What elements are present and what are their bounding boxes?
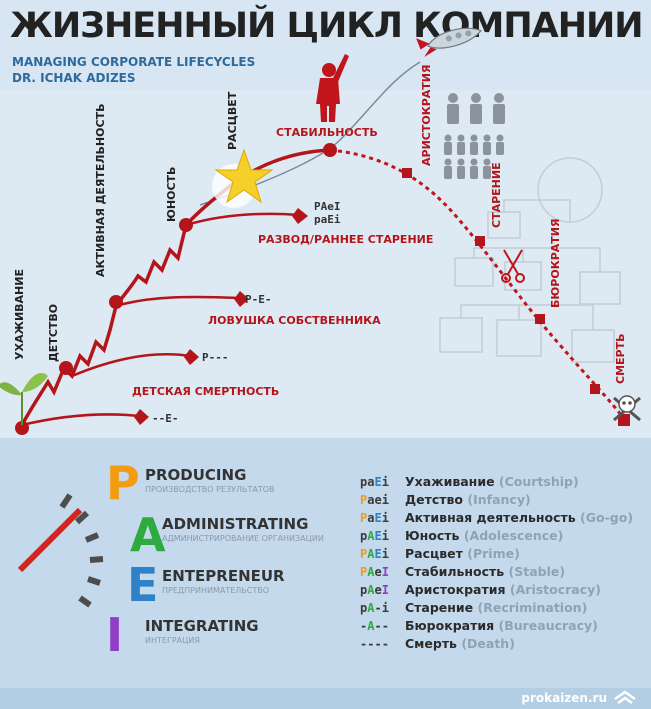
role-letter-p: P [106,456,140,510]
stage-code: PaEi [360,511,389,525]
stable-person-icon [316,54,349,122]
stage-row: Детство (Infancy) [405,492,531,507]
sprout-icon [0,373,48,425]
label-recrimination: СТАРЕНИЕ [490,162,503,228]
label-stable: СТАБИЛЬНОСТЬ [276,126,378,139]
role-letter-e: E [127,558,159,612]
scissors-icon [501,249,525,283]
stage-row: Стабильность (Stable) [405,564,566,579]
trap-infant-code: P--- [202,351,229,364]
header [0,0,651,92]
trap-divorce-label: РАЗВОД/РАННЕЕ СТАРЕНИЕ [258,233,433,246]
stage-row: Бюрократия (Bureaucracy) [405,618,598,633]
lifecycle-diagram: УХАЖИВАНИЕ ДЕТСТВО АКТИВНАЯ ДЕЯТЕЛЬНОСТЬ… [0,27,641,435]
label-prime: РАСЦВЕТ [226,91,239,150]
stage-labels: УХАЖИВАНИЕ ДЕТСТВО АКТИВНАЯ ДЕЯТЕЛЬНОСТЬ… [13,91,239,362]
trap-divorce-code-2: paEi [314,213,341,226]
trap-codes: PAeI paEi P-E- P--- --E- [152,200,341,425]
label-courtship: УХАЖИВАНИЕ [13,269,26,360]
subtitle-author: DR. ICHAK ADIZES [12,71,136,85]
decline-labels: АРИСТОКРАТИЯ СТАРЕНИЕ БЮРОКРАТИЯ СМЕРТЬ [420,65,627,384]
stage-code: ---- [360,637,389,651]
stage-code: pA-i [360,601,389,615]
stage-row: Ухаживание (Courtship) [405,474,579,489]
stage-code: pAeI [360,583,389,597]
footer-bar [0,688,651,709]
stage-nodes [15,143,630,435]
role-name-entepreneur: ENTEPRENEUR [162,567,285,585]
stage-row: Смерть (Death) [405,636,515,651]
site-link[interactable]: prokaizen.ru [521,691,607,705]
label-infancy: ДЕТСТВО [47,304,60,362]
role-desc-producing: ПРОИЗВОДСТВО РЕЗУЛЬТАТОВ [145,485,275,494]
decline-curve [329,148,627,421]
rocket-icon [416,27,482,58]
stage-row: Аристократия (Aristocracy) [405,582,602,597]
stage-code: PAeI [360,565,389,579]
subtitle-book: MANAGING CORPORATE LIFECYCLES [12,55,256,69]
home-icon [614,690,636,705]
skull-icon [613,395,641,422]
stage-code: -A-- [360,619,389,633]
people-icons [444,93,505,179]
stage-row: Расцвет (Prime) [405,546,520,561]
role-name-integrating: INTEGRATING [145,617,259,635]
trap-labels: РАЗВОД/РАННЕЕ СТАРЕНИЕ ЛОВУШКА СОБСТВЕНН… [132,233,433,398]
stage-code: Paei [360,493,389,507]
role-name-administrating: ADMINISTRATING [162,515,309,533]
role-desc-administrating: АДМИНИСТРИРОВАНИЕ ОРГАНИЗАЦИИ [162,534,324,543]
role-letter-i: I [106,608,124,662]
stage-code: paEi [360,475,389,489]
page-title: ЖИЗНЕННЫЙ ЦИКЛ КОМПАНИИ [10,6,644,46]
label-bureaucracy: БЮРОКРАТИЯ [549,219,562,308]
prime-star-icon [212,148,274,208]
role-desc-integrating: ИНТЕГРАЦИЯ [145,636,200,645]
label-death: СМЕРТЬ [614,334,627,384]
trap-founder-label: ЛОВУШКА СОБСТВЕННИКА [208,314,381,327]
trap-divorce-code-1: PAeI [314,200,341,213]
stage-code: PAEi [360,547,389,561]
label-aristocracy: АРИСТОКРАТИЯ [420,65,433,166]
stage-code: pAEi [360,529,389,543]
stage-row: Активная деятельность (Go-go) [405,510,634,525]
label-adolescence: ЮНОСТЬ [165,167,178,222]
trap-founder-code: P-E- [245,293,272,306]
paei-gauge-icon [17,493,104,608]
trap-branches [21,212,301,427]
org-chart-icon [439,157,621,363]
label-gogo: АКТИВНАЯ ДЕЯТЕЛЬНОСТЬ [94,104,107,277]
stage-row: Юность (Adolescence) [405,528,564,543]
trap-infant-mortality-label: ДЕТСКАЯ СМЕРТНОСТЬ [132,385,279,398]
legend-panel [0,438,651,688]
stage-row: Старение (Recrimination) [405,600,588,615]
trap-entrepreneur-code: --E- [152,412,179,425]
role-name-producing: PRODUCING [145,466,247,484]
role-desc-entepreneur: ПРЕДПРИНИМАТЕЛЬСТВО [162,586,270,595]
role-letter-a: A [130,508,166,562]
